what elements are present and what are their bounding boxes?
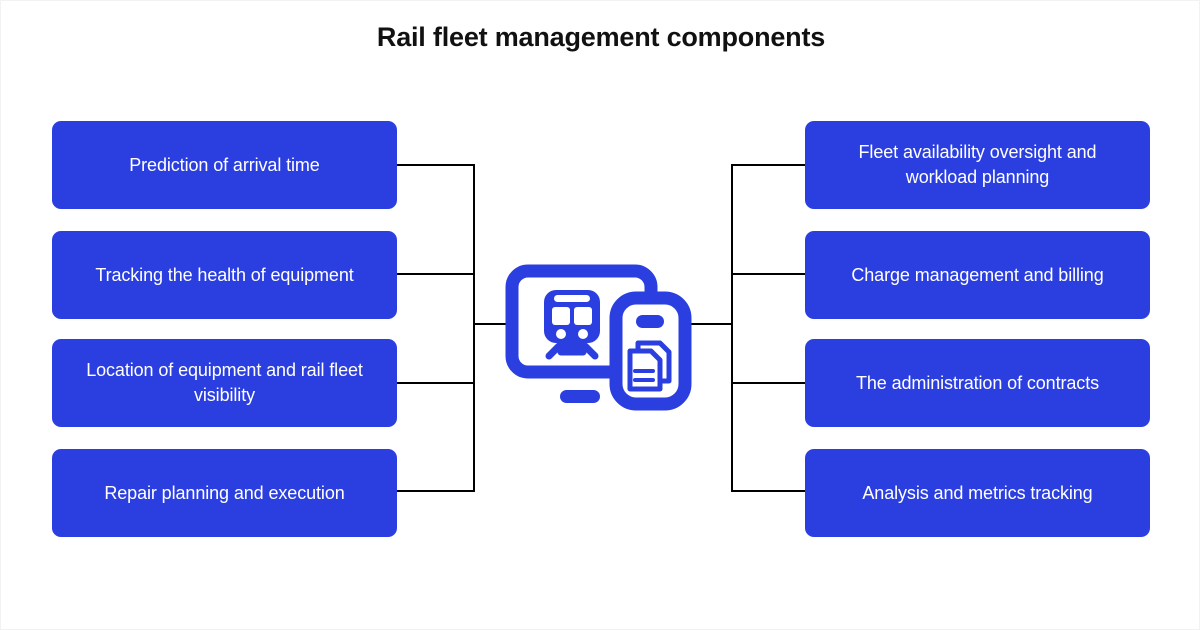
node-prediction-of-arrival-time[interactable]: Prediction of arrival time xyxy=(52,121,397,209)
node-label: Repair planning and execution xyxy=(104,482,345,503)
connector-left-stub-2 xyxy=(397,273,475,275)
mobile-speaker-icon xyxy=(636,315,664,328)
node-label: Charge management and billing xyxy=(851,264,1104,285)
page-title: Rail fleet management components xyxy=(376,22,826,52)
node-label: Fleet availability oversight and workloa… xyxy=(858,142,1097,187)
train-body-icon xyxy=(544,290,600,343)
node-label: Analysis and metrics tracking xyxy=(862,482,1093,503)
connector-left-trunk xyxy=(473,164,475,492)
connector-right-stub-2 xyxy=(731,273,807,275)
connector-right-trunk xyxy=(731,164,733,492)
train-track-icon xyxy=(545,342,599,360)
node-analysis-and-metrics-tracking[interactable]: Analysis and metrics tracking xyxy=(805,449,1150,537)
node-charge-management-and-billing[interactable]: Charge management and billing xyxy=(805,231,1150,319)
monitor-stand-icon xyxy=(560,390,600,403)
rail-fleet-monitor-and-mobile-icon xyxy=(505,264,697,412)
connector-right-stub-1 xyxy=(731,164,807,166)
node-the-administration-of-contracts[interactable]: The administration of contracts xyxy=(805,339,1150,427)
connector-right-stub-4 xyxy=(731,490,807,492)
node-tracking-the-health-of-equipment[interactable]: Tracking the health of equipment xyxy=(52,231,397,319)
node-label: Tracking the health of equipment xyxy=(95,264,354,285)
node-location-of-equipment-and-rail-fleet-visibility[interactable]: Location of equipment and rail fleet vis… xyxy=(52,339,397,427)
node-repair-planning-and-execution[interactable]: Repair planning and execution xyxy=(52,449,397,537)
connector-left-stub-1 xyxy=(397,164,475,166)
node-label: Location of equipment and rail fleet vis… xyxy=(86,360,363,405)
connector-right-stub-3 xyxy=(731,382,807,384)
connector-left-spine xyxy=(473,323,513,325)
connector-left-stub-3 xyxy=(397,382,475,384)
node-label: The administration of contracts xyxy=(855,372,1099,393)
node-fleet-availability-oversight-and-workload-planning[interactable]: Fleet availability oversight and workloa… xyxy=(805,121,1150,209)
connector-left-stub-4 xyxy=(397,490,475,492)
node-label: Prediction of arrival time xyxy=(129,154,320,175)
connector-right-spine xyxy=(691,323,733,325)
